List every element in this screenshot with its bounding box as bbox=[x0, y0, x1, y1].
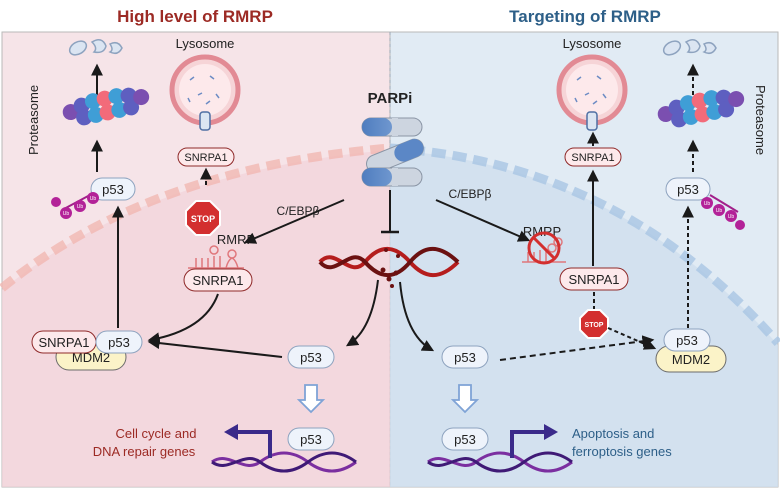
svg-text:Ub: Ub bbox=[704, 201, 711, 207]
svg-text:Ub: Ub bbox=[63, 211, 70, 217]
parpi-label: PARPi bbox=[368, 90, 413, 107]
arrow-p53-to-complex-left bbox=[147, 337, 283, 358]
rmrp-rna-icon-left bbox=[188, 245, 244, 269]
p53-node-right-center bbox=[441, 345, 489, 369]
lysosome-label-left: Lysosome bbox=[176, 36, 235, 51]
stop-sign-icon-right: STOP bbox=[579, 309, 609, 339]
ubiquitin-chain-icon-right: Ub Ub Ub bbox=[701, 194, 745, 230]
left-nucleus bbox=[2, 150, 390, 487]
lysosome-label-right: Lysosome bbox=[563, 36, 622, 51]
snrpa1-label-left-rmrp: SNRPA1 bbox=[192, 273, 243, 288]
svg-text:Ub: Ub bbox=[77, 204, 84, 210]
lysosome-icon-left bbox=[169, 54, 241, 131]
svg-text:Ub: Ub bbox=[90, 196, 97, 202]
svg-text:STOP: STOP bbox=[585, 322, 604, 329]
proteasome-label-right: Proteasome bbox=[753, 85, 768, 155]
arrow-parpi-to-cebpb-right bbox=[435, 199, 531, 242]
p53-node-right-top bbox=[665, 177, 711, 201]
arrow-snrpa1-to-complex-left bbox=[147, 293, 219, 345]
right-title: Targeting of RMRP bbox=[509, 7, 661, 26]
proteasome-icon bbox=[62, 87, 150, 126]
snrpa1-label-right: SNRPA1 bbox=[568, 272, 619, 287]
gene-dna-icon-right bbox=[427, 451, 573, 473]
left-genes-line1: Cell cycle and bbox=[116, 426, 197, 441]
svg-text:Ub: Ub bbox=[716, 208, 723, 214]
snrpa1-node-right-lysosome bbox=[564, 147, 622, 167]
p53-node-left-top bbox=[90, 177, 136, 201]
peptide-fragments-icon-right bbox=[662, 39, 717, 56]
cebpb-label-right: C/EBPβ bbox=[449, 187, 492, 201]
snrpa1-label-right-lysosome: SNRPA1 bbox=[571, 152, 614, 164]
svg-text:Ub: Ub bbox=[728, 214, 735, 220]
right-genes-line1: Apoptosis and bbox=[572, 426, 654, 441]
proteasome-icon-right bbox=[657, 89, 745, 128]
pill-icon bbox=[361, 117, 424, 187]
svg-text:STOP: STOP bbox=[191, 214, 215, 224]
lysosome-icon-right bbox=[556, 54, 628, 131]
p53-node-right-complex bbox=[663, 328, 711, 352]
p53-label-left-bottom: p53 bbox=[300, 432, 322, 447]
left-nuclear-envelope bbox=[0, 143, 391, 292]
mdm2-label-right: MDM2 bbox=[672, 352, 710, 367]
prohibited-icon bbox=[527, 231, 561, 265]
p53-node-left-bottom bbox=[287, 427, 335, 451]
cebpb-label-left: C/EBPβ bbox=[277, 204, 320, 218]
arrow-dna-to-p53-right bbox=[399, 281, 435, 352]
p53-node-right-bottom bbox=[441, 427, 489, 451]
arrow-parpi-to-cebpb-left bbox=[243, 199, 345, 244]
dna-helix-icon bbox=[318, 246, 460, 288]
snrpa1-node-left-lysosome bbox=[177, 147, 235, 167]
ubiquitin-chain-icon-left: Ub Ub Ub bbox=[51, 192, 99, 219]
p53-label-left-top: p53 bbox=[102, 182, 124, 197]
left-title: High level of RMRP bbox=[117, 7, 273, 26]
dashed-arrow-stop-to-complex bbox=[607, 327, 657, 350]
p53-label-right-center: p53 bbox=[454, 350, 476, 365]
p53-label-left-center: p53 bbox=[300, 350, 322, 365]
right-genes-line2: ferroptosis genes bbox=[572, 444, 672, 459]
snrpa1-node-right bbox=[559, 267, 629, 291]
arrow-dna-to-p53-left bbox=[345, 279, 379, 347]
p53-label-left-complex: p53 bbox=[108, 335, 130, 350]
transcription-arrow-icon-left bbox=[224, 424, 272, 458]
p53-label-right-bottom: p53 bbox=[454, 432, 476, 447]
p53-label-right-complex: p53 bbox=[676, 333, 698, 348]
p53-node-left-complex bbox=[95, 330, 143, 354]
peptide-fragments-icon bbox=[68, 39, 123, 56]
gene-dna-icon-left bbox=[211, 451, 357, 473]
stop-sign-icon-left: STOP bbox=[185, 200, 221, 236]
right-nuclear-envelope bbox=[389, 143, 780, 346]
left-genes-line2: DNA repair genes bbox=[93, 444, 196, 459]
mdm2-label-left: MDM2 bbox=[72, 350, 110, 365]
proteasome-label-left: Proteasome bbox=[26, 85, 41, 155]
snrpa1-label-left-complex: SNRPA1 bbox=[38, 335, 89, 350]
dashed-arrow-p53-to-complex-right bbox=[499, 335, 655, 361]
p53-node-left-center bbox=[287, 345, 335, 369]
hollow-arrow-icon-right bbox=[450, 384, 480, 414]
snrpa1-label-left-lysosome: SNRPA1 bbox=[184, 152, 227, 164]
transcription-arrow-icon-right bbox=[510, 424, 558, 458]
p53-label-right-top: p53 bbox=[677, 182, 699, 197]
snrpa1-node-left-rmrp bbox=[183, 268, 253, 292]
hollow-arrow-icon-left bbox=[296, 384, 326, 414]
